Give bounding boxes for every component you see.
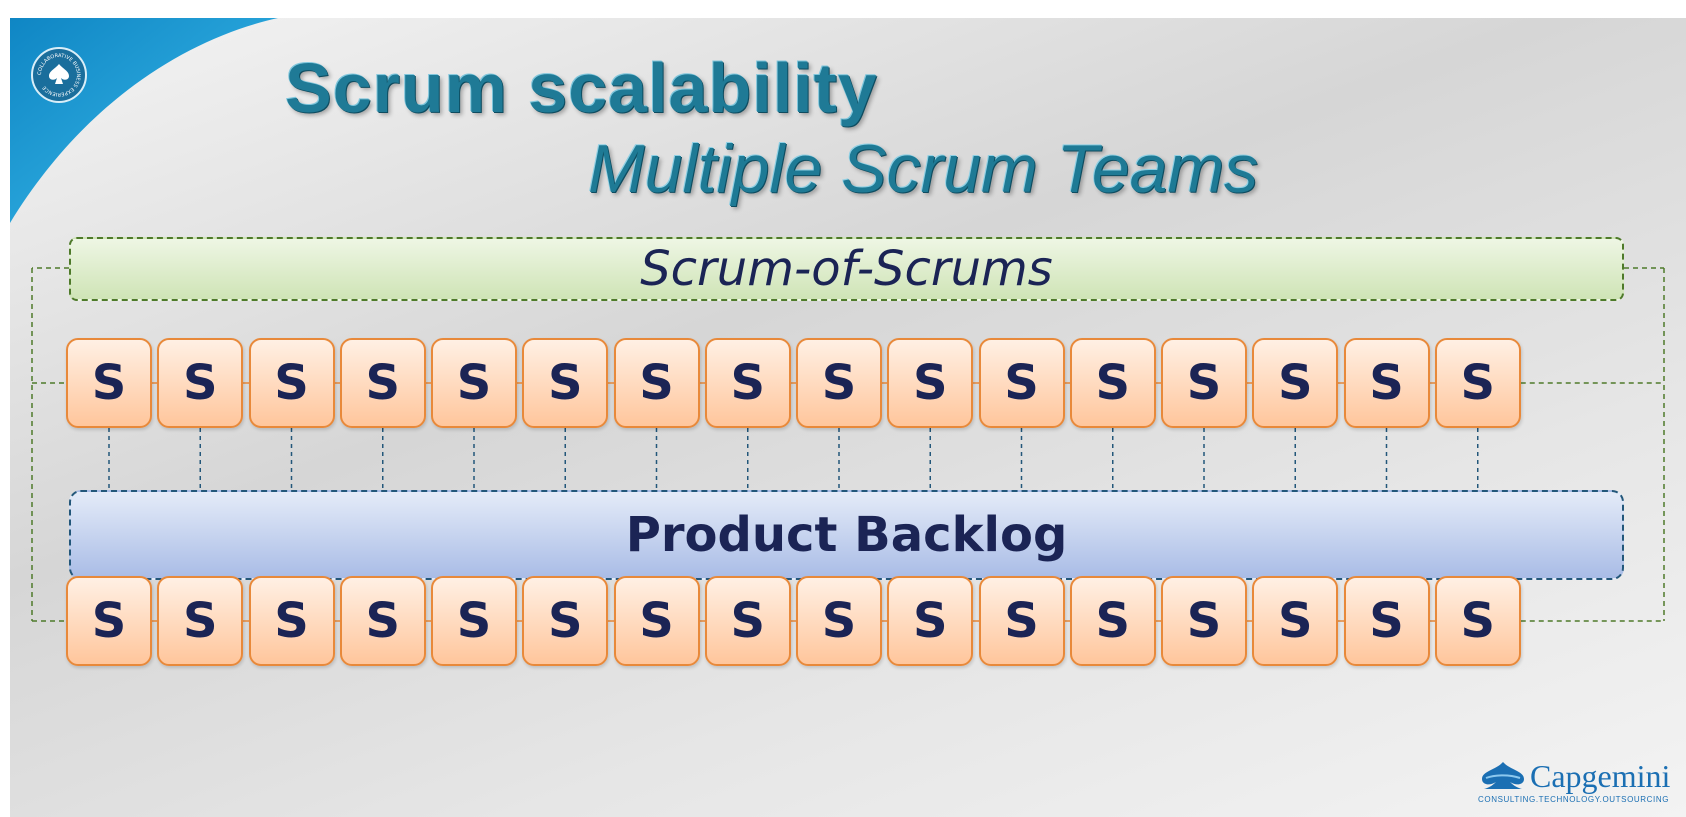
bottom-team-16: S bbox=[1434, 576, 1521, 666]
top-team-7: S bbox=[613, 338, 700, 428]
bottom-team-1: S bbox=[66, 576, 152, 666]
bottom-team-12: S bbox=[1069, 576, 1156, 666]
scrum-of-scrums-label: Scrum-of-Scrums bbox=[640, 241, 1053, 297]
top-team-6: S bbox=[522, 338, 609, 428]
capgemini-logo: Capgemini CONSULTING.TECHNOLOGY.OUTSOURC… bbox=[1478, 758, 1678, 808]
bottom-team-14: S bbox=[1252, 576, 1339, 666]
top-team-4: S bbox=[339, 338, 426, 428]
bottom-team-2: S bbox=[157, 576, 244, 666]
bottom-team-15: S bbox=[1343, 576, 1430, 666]
top-team-15: S bbox=[1343, 338, 1430, 428]
page-subtitle: Multiple Scrum Teams bbox=[588, 131, 1259, 207]
brand-tagline: CONSULTING.TECHNOLOGY.OUTSOURCING bbox=[1478, 795, 1670, 804]
top-team-3: S bbox=[248, 338, 335, 428]
top-team-14: S bbox=[1252, 338, 1339, 428]
bottom-team-7: S bbox=[613, 576, 700, 666]
capgemini-spade-icon bbox=[1482, 762, 1524, 789]
bottom-team-11: S bbox=[978, 576, 1065, 666]
top-team-10: S bbox=[887, 338, 974, 428]
top-team-11: S bbox=[978, 338, 1065, 428]
bottom-team-13: S bbox=[1161, 576, 1247, 666]
top-team-9: S bbox=[796, 338, 882, 428]
bottom-team-4: S bbox=[339, 576, 426, 666]
top-team-16: S bbox=[1434, 338, 1521, 428]
product-backlog-label: Product Backlog bbox=[625, 507, 1068, 563]
bottom-team-5: S bbox=[431, 576, 517, 666]
brand-name: Capgemini bbox=[1530, 758, 1671, 794]
bottom-team-9: S bbox=[796, 576, 882, 666]
scrum-of-scrums-box: Scrum-of-Scrums bbox=[69, 237, 1624, 301]
top-team-5: S bbox=[431, 338, 517, 428]
top-team-1: S bbox=[66, 338, 152, 428]
bottom-team-8: S bbox=[704, 576, 791, 666]
top-team-13: S bbox=[1161, 338, 1247, 428]
top-team-2: S bbox=[157, 338, 244, 428]
bottom-team-3: S bbox=[248, 576, 335, 666]
spade-badge-icon: COLLABORATIVE BUSINESS EXPERIENCE bbox=[31, 47, 87, 103]
bottom-team-6: S bbox=[522, 576, 609, 666]
slide: COLLABORATIVE BUSINESS EXPERIENCE Scrum … bbox=[10, 18, 1686, 817]
page-title: Scrum scalability bbox=[285, 49, 878, 127]
top-team-12: S bbox=[1069, 338, 1156, 428]
top-team-8: S bbox=[704, 338, 791, 428]
bottom-team-10: S bbox=[887, 576, 974, 666]
product-backlog-box: Product Backlog bbox=[69, 490, 1624, 580]
